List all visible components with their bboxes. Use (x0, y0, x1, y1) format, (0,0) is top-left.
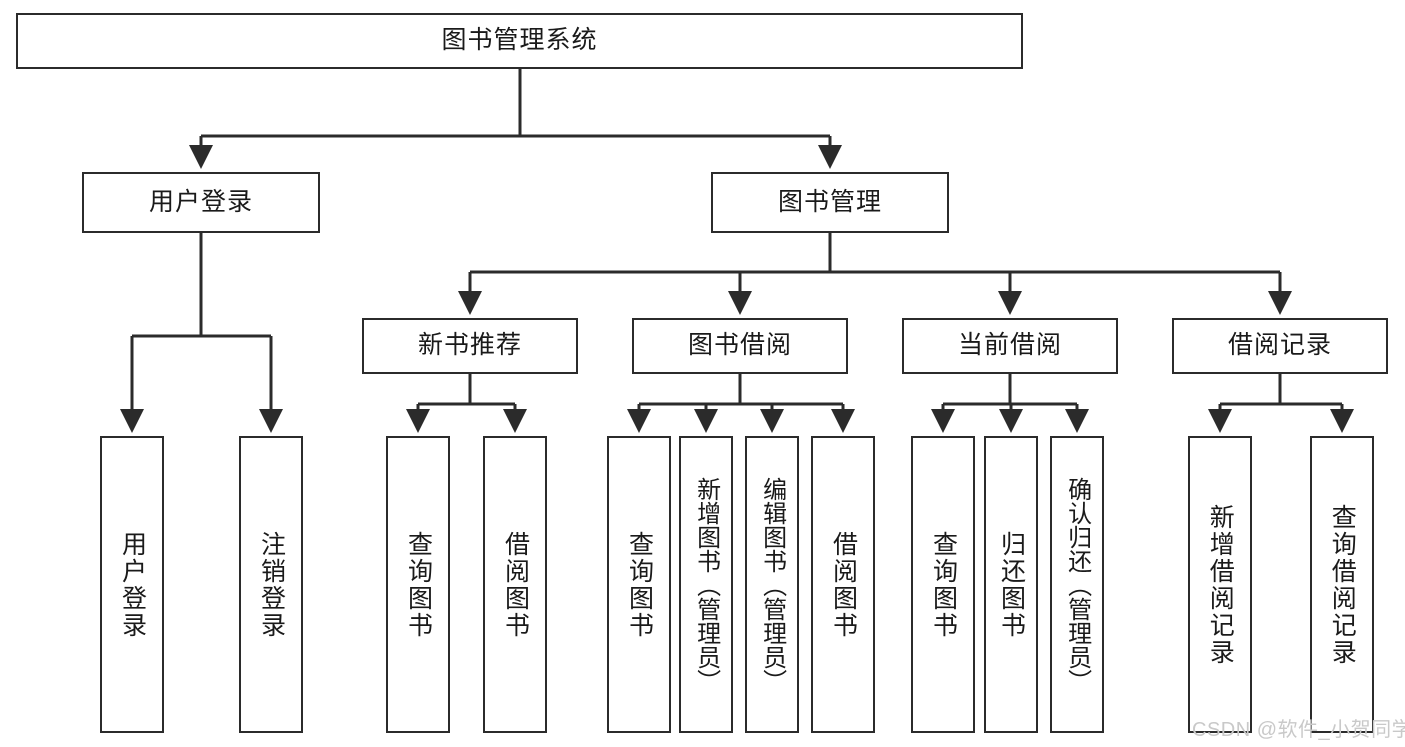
leaf-return-book-label: 归还图书 (997, 530, 1026, 639)
node-book-management-label: 图书管理 (777, 187, 882, 216)
leaf-borrow-book[interactable]: 借阅图书 (811, 436, 875, 733)
leaf-query-borrow-record-label: 查询借阅记录 (1328, 503, 1357, 666)
leaf-borrow-book-new[interactable]: 借阅图书 (483, 436, 547, 733)
leaf-borrow-book-label: 借阅图书 (829, 530, 858, 639)
node-user-login[interactable]: 用户登录 (82, 172, 320, 233)
leaf-add-book-admin[interactable]: 新增图书（管理员） (679, 436, 733, 733)
node-borrow-record-label: 借阅记录 (1227, 331, 1332, 360)
node-root-label: 图书管理系统 (441, 26, 598, 55)
csdn-watermark: CSDN @软件_小贺同学 (1192, 719, 1405, 741)
leaf-add-book-admin-label: 新增图书（管理员） (692, 476, 720, 693)
leaf-edit-book-admin[interactable]: 编辑图书（管理员） (745, 436, 799, 733)
leaf-query-book-borrow-label: 查询图书 (625, 530, 654, 639)
node-book-management[interactable]: 图书管理 (711, 172, 949, 233)
leaf-query-book-borrow[interactable]: 查询图书 (607, 436, 671, 733)
leaf-confirm-return-admin-label: 确认归还（管理员） (1063, 476, 1091, 693)
node-book-borrow-label: 图书借阅 (687, 331, 792, 360)
node-current-borrow-label: 当前借阅 (957, 331, 1062, 360)
node-new-book-recommend-label: 新书推荐 (417, 331, 522, 360)
leaf-user-login[interactable]: 用户登录 (100, 436, 164, 733)
leaf-query-book-new[interactable]: 查询图书 (386, 436, 450, 733)
leaf-logout-label: 注销登录 (257, 530, 286, 639)
leaf-user-login-label: 用户登录 (118, 530, 147, 639)
node-new-book-recommend[interactable]: 新书推荐 (362, 318, 578, 374)
leaf-return-book[interactable]: 归还图书 (984, 436, 1038, 733)
node-book-borrow[interactable]: 图书借阅 (632, 318, 848, 374)
leaf-edit-book-admin-label: 编辑图书（管理员） (758, 476, 786, 693)
leaf-query-borrow-record[interactable]: 查询借阅记录 (1310, 436, 1374, 733)
node-user-login-label: 用户登录 (148, 187, 253, 216)
leaf-add-borrow-record[interactable]: 新增借阅记录 (1188, 436, 1252, 733)
leaf-add-borrow-record-label: 新增借阅记录 (1206, 503, 1235, 666)
leaf-query-book-new-label: 查询图书 (404, 530, 433, 639)
leaf-query-book-current-label: 查询图书 (929, 530, 958, 639)
node-current-borrow[interactable]: 当前借阅 (902, 318, 1118, 374)
leaf-logout[interactable]: 注销登录 (239, 436, 303, 733)
leaf-query-book-current[interactable]: 查询图书 (911, 436, 975, 733)
node-borrow-record[interactable]: 借阅记录 (1172, 318, 1388, 374)
leaf-confirm-return-admin[interactable]: 确认归还（管理员） (1050, 436, 1104, 733)
leaf-borrow-book-new-label: 借阅图书 (501, 530, 530, 639)
node-root[interactable]: 图书管理系统 (16, 13, 1023, 69)
